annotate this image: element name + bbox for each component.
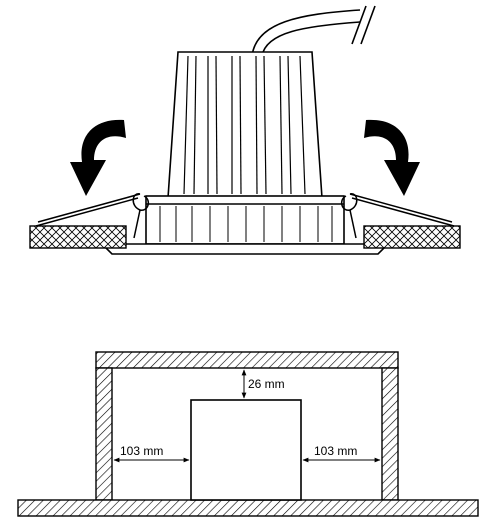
enclosure-top-wall — [95, 351, 399, 369]
enclosure-left-wall — [95, 367, 113, 501]
cable-break-icon — [351, 5, 376, 45]
left-clearance-label: 103 mm — [120, 444, 163, 458]
heatsink-fins — [183, 55, 306, 195]
enclosure-right-wall — [381, 367, 399, 501]
heatsink-housing — [167, 51, 323, 199]
cable — [251, 9, 361, 57]
spring-clip-right — [340, 193, 455, 239]
ceiling-slab — [17, 499, 479, 517]
ceiling-board-right — [363, 225, 461, 249]
collar-ribs — [159, 206, 333, 242]
top-clearance-label: 26 mm — [248, 377, 285, 391]
ceiling-board-left — [29, 225, 127, 249]
installation-illustration — [29, 5, 461, 255]
clearance-section: 26 mm 103 mm 103 mm — [17, 351, 479, 517]
luminaire-body — [190, 399, 302, 501]
right-clearance-label: 103 mm — [314, 444, 357, 458]
rotate-arrow-right-icon — [364, 119, 420, 196]
lamp-collar — [145, 195, 345, 245]
trim-plate — [100, 243, 390, 255]
rotate-arrow-left-icon — [70, 119, 126, 196]
spring-clip-left — [35, 193, 150, 239]
